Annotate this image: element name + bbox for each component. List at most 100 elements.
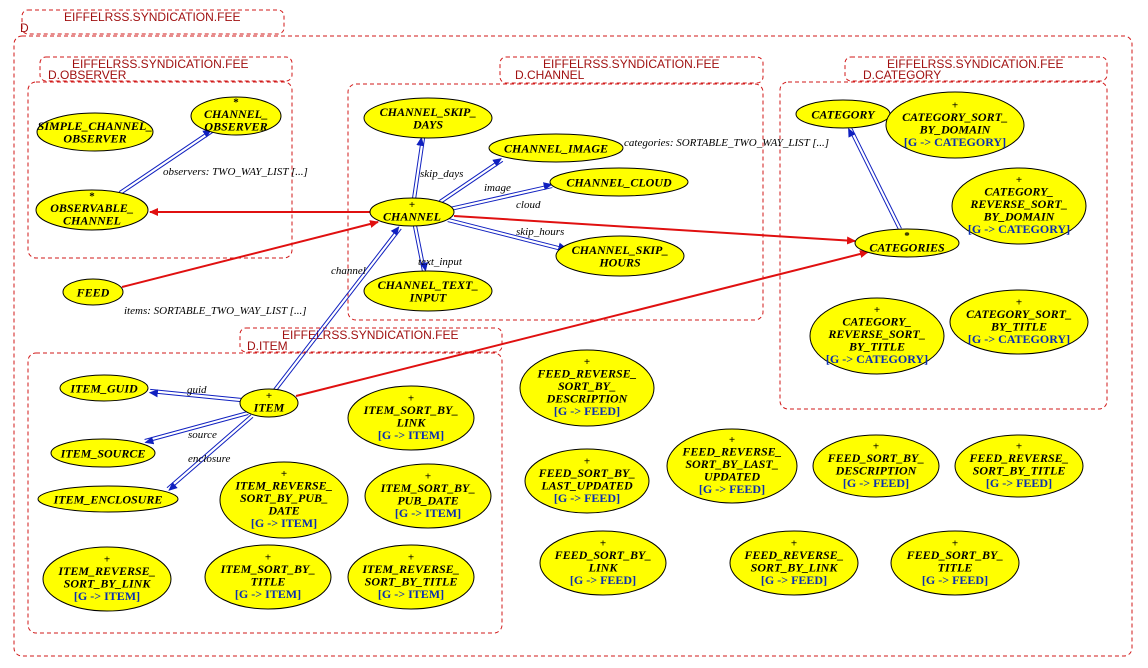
edge-label: source — [188, 429, 217, 441]
edge-line — [168, 416, 254, 491]
node-name-line: ITEM_REVERSE_ — [234, 479, 332, 493]
node-category-reverse-sort-by-domain[interactable]: +CATEGORY_REVERSE_SORT_BY_DOMAIN[G -> CA… — [951, 167, 1087, 245]
node-name-line: DESCRIPTION — [546, 392, 629, 406]
node-name-line: HOURS — [598, 256, 641, 270]
edge-e-cloud: cloud — [449, 182, 553, 212]
node-channel-skip-hours[interactable]: CHANNEL_SKIP_HOURS — [555, 235, 685, 277]
edge-line — [449, 182, 553, 208]
node-feed-sort-by-last-updated[interactable]: +FEED_SORT_BY_LAST_UPDATED[G -> FEED] — [524, 448, 650, 514]
node-item-sort-by-pub-date[interactable]: +ITEM_SORT_BY_PUB_DATE[G -> ITEM] — [364, 463, 492, 529]
node-channel-skip-days[interactable]: CHANNEL_SKIP_DAYS — [363, 97, 493, 139]
node-name-line: CATEGORY — [811, 107, 876, 121]
node-item-reverse-sort-by-link[interactable]: +ITEM_REVERSE_SORT_BY_LINK[G -> ITEM] — [42, 546, 172, 612]
node-name-line: REVERSE_SORT_ — [827, 327, 925, 341]
node-name-line: FEED_SORT_BY_ — [554, 548, 652, 562]
node-generic: [G -> ITEM] — [251, 516, 317, 530]
node-ellipse — [949, 289, 1089, 355]
node-name-line: SORT_BY_TITLE — [365, 574, 458, 588]
node-feed-reverse-sort-by-title[interactable]: +FEED_REVERSE_SORT_BY_TITLE[G -> FEED] — [954, 434, 1084, 498]
node-marker: + — [1016, 296, 1022, 308]
node-generic: [G -> ITEM] — [235, 587, 301, 601]
node-name-line: ITEM_SORT_BY_ — [363, 403, 459, 417]
node-ellipse — [62, 278, 124, 306]
node-feed[interactable]: FEED — [62, 278, 124, 306]
node-feed-sort-by-title[interactable]: +FEED_SORT_BY_TITLE[G -> FEED] — [890, 530, 1020, 596]
node-categories[interactable]: *CATEGORIES — [854, 228, 960, 258]
node-ellipse — [524, 448, 650, 514]
node-channel[interactable]: +CHANNEL — [369, 197, 455, 227]
node-category-node[interactable]: CATEGORY — [795, 99, 891, 129]
node-channel-cloud[interactable]: CHANNEL_CLOUD — [549, 167, 689, 197]
node-item-guid[interactable]: ITEM_GUID — [59, 374, 149, 402]
node-name-line: ITEM_SOURCE — [60, 446, 146, 460]
edge-label: items: SORTABLE_TWO_WAY_LIST [...] — [124, 305, 306, 317]
node-simple-channel-observer[interactable]: SIMPLE_CHANNEL_OBSERVER — [36, 112, 154, 152]
node-generic: [G -> FEED] — [554, 404, 620, 418]
node-item-source[interactable]: ITEM_SOURCE — [50, 438, 156, 468]
node-name-line: FEED_REVERSE_ — [536, 367, 636, 381]
node-feed-sort-by-link[interactable]: +FEED_SORT_BY_LINK[G -> FEED] — [539, 530, 667, 596]
node-marker: + — [729, 434, 735, 446]
edge-line — [411, 136, 425, 199]
cluster-channel: EIFFELRSS.SYNDICATION.FEE D.CHANNEL — [347, 56, 764, 321]
node-marker: * — [89, 191, 95, 203]
node-item-sort-by-link[interactable]: +ITEM_SORT_BY_LINK[G -> ITEM] — [347, 385, 475, 451]
edge-line — [440, 160, 504, 204]
node-ellipse — [239, 388, 299, 418]
node-channel-observer[interactable]: *CHANNEL_OBSERVER — [190, 96, 282, 136]
node-feed-reverse-sort-by-last-updated[interactable]: +FEED_REVERSE_SORT_BY_LAST_UPDATED[G -> … — [666, 428, 798, 504]
node-marker: + — [584, 356, 590, 368]
node-name-line: ITEM — [253, 400, 285, 414]
node-name-line: FEED — [76, 285, 110, 299]
edge-line — [447, 221, 566, 253]
node-marker: + — [873, 440, 879, 452]
node-channel-text-input[interactable]: CHANNEL_TEXT_INPUT — [363, 270, 493, 312]
edge-line — [450, 187, 553, 212]
node-name-line: REVERSE_SORT_ — [969, 197, 1067, 211]
node-name-line: ITEM_SORT_BY_ — [380, 481, 476, 495]
cluster-top: EIFFELRSS.SYNDICATION.FEE D — [13, 9, 1133, 657]
node-ellipse — [812, 434, 940, 498]
node-item-reverse-sort-by-pub-date[interactable]: +ITEM_REVERSE_SORT_BY_PUB_DATE[G -> ITEM… — [219, 461, 349, 539]
node-feed-reverse-sort-by-description[interactable]: +FEED_REVERSE_SORT_BY_DESCRIPTION[G -> F… — [519, 349, 655, 427]
node-ellipse — [42, 546, 172, 612]
node-item[interactable]: +ITEM — [239, 388, 299, 418]
node-name-line: SORT_BY_TITLE — [973, 463, 1066, 477]
cluster-top-label: EIFFELRSS.SYNDICATION.FEE — [64, 10, 240, 24]
node-name-line: SORT_BY_PUB_ — [240, 491, 328, 505]
cluster-item-label: EIFFELRSS.SYNDICATION.FEE — [282, 328, 458, 342]
edge-line — [416, 225, 428, 272]
node-name-line: CHANNEL — [63, 214, 121, 228]
node-feed-sort-by-description[interactable]: +FEED_SORT_BY_DESCRIPTION[G -> FEED] — [812, 434, 940, 498]
cluster-category: EIFFELRSS.SYNDICATION.FEE D.CATEGORY — [779, 56, 1108, 410]
edge-line — [144, 410, 248, 440]
node-channel-image[interactable]: CHANNEL_IMAGE — [488, 133, 624, 163]
node-item-enclosure[interactable]: ITEM_ENCLOSURE — [37, 485, 179, 513]
node-name-line: CATEGORY_ — [842, 315, 911, 329]
node-marker: + — [874, 304, 880, 316]
node-item-sort-by-title[interactable]: +ITEM_SORT_BY_TITLE[G -> ITEM] — [204, 544, 332, 610]
node-category-reverse-sort-by-title[interactable]: +CATEGORY_REVERSE_SORT_BY_TITLE[G -> CAT… — [809, 297, 945, 375]
node-ellipse — [204, 544, 332, 610]
node-marker: + — [265, 551, 271, 563]
node-marker: + — [409, 199, 415, 211]
node-observable-channel[interactable]: *OBSERVABLE_CHANNEL — [35, 189, 149, 231]
node-name-line: BY_DOMAIN — [983, 210, 1056, 224]
edge-label: enclosure — [188, 453, 230, 465]
node-name-line: CATEGORY_ — [984, 185, 1053, 199]
edge-line — [144, 414, 249, 445]
node-name-line: FEED_SORT_BY_ — [538, 466, 636, 480]
node-name-line: CHANNEL_ — [204, 107, 268, 121]
cluster-observer: EIFFELRSS.SYNDICATION.FEE D.OBSERVER — [27, 56, 293, 259]
node-name-line: ITEM_REVERSE_ — [57, 564, 155, 578]
node-category-sort-by-domain[interactable]: +CATEGORY_SORT_BY_DOMAIN[G -> CATEGORY] — [885, 91, 1025, 159]
node-category-sort-by-title[interactable]: +CATEGORY_SORT_BY_TITLE[G -> CATEGORY] — [949, 289, 1089, 355]
node-feed-reverse-sort-by-link[interactable]: +FEED_REVERSE_SORT_BY_LINK[G -> FEED] — [729, 530, 859, 596]
node-name-line: CATEGORY_SORT_ — [902, 110, 1008, 124]
node-ellipse — [488, 133, 624, 163]
node-ellipse — [347, 385, 475, 451]
node-item-reverse-sort-by-title[interactable]: +ITEM_REVERSE_SORT_BY_TITLE[G -> ITEM] — [347, 544, 475, 610]
edge-label: cloud — [516, 199, 541, 211]
